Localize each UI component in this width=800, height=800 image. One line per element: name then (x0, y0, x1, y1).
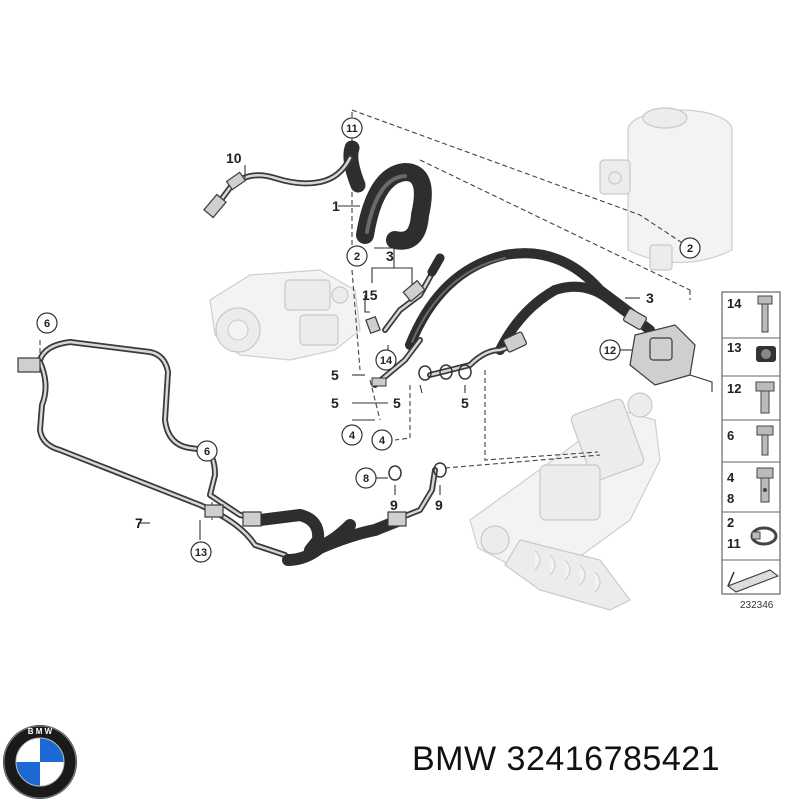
svg-text:12: 12 (604, 345, 616, 357)
part-number: 32416785421 (506, 740, 721, 778)
pipe-15 (365, 253, 445, 335)
svg-text:8: 8 (363, 473, 369, 485)
brand-name: BMW (412, 740, 497, 778)
callout-6-left: 6 (36, 312, 58, 334)
svg-text:14: 14 (727, 296, 742, 311)
arrow-icon (726, 569, 780, 593)
valve-block-12 (629, 324, 713, 392)
steering-rack-illustration (469, 392, 661, 611)
part-caption: BMW 32416785421 (412, 740, 720, 779)
cooler-line-7 (17, 339, 288, 558)
svg-text:11: 11 (727, 536, 741, 551)
callout-leaders (138, 165, 640, 540)
label-5-d: 5 (461, 395, 469, 411)
svg-text:4: 4 (727, 470, 735, 485)
callout-14: 14 (375, 349, 397, 371)
reservoir-illustration (599, 107, 733, 271)
flange-bolt-icon (755, 381, 775, 392)
hose-1 (343, 140, 432, 250)
legend-row-12: 12 (727, 381, 775, 414)
banjo-bolt-icon (756, 467, 774, 479)
pump-illustration (209, 269, 361, 361)
svg-text:2: 2 (354, 251, 360, 263)
svg-text:4: 4 (379, 435, 386, 447)
callout-11: 11 (341, 117, 363, 139)
callout-4-left: 4 (341, 424, 363, 446)
lower-hoses (242, 467, 438, 566)
label-15: 15 (362, 287, 378, 303)
callout-2-left: 2 (346, 245, 368, 267)
legend-row-6: 6 (727, 425, 774, 456)
label-5-b: 5 (331, 395, 339, 411)
svg-text:8: 8 (727, 491, 734, 506)
label-3-upper: 3 (386, 248, 394, 264)
screw-icon (756, 425, 774, 436)
part-labels: 10 1 3 15 3 5 5 5 5 9 9 7 (135, 150, 654, 531)
legend-row-13: 13 (727, 340, 776, 362)
bolt-icon (757, 295, 773, 305)
label-9-b: 9 (435, 497, 443, 513)
svg-text:12: 12 (727, 381, 741, 396)
sealing-rings (371, 364, 472, 481)
svg-text:4: 4 (349, 430, 356, 442)
bmw-logo: B M W (3, 725, 77, 799)
svg-text:6: 6 (727, 428, 734, 443)
svg-text:B M W: B M W (28, 727, 53, 736)
svg-text:13: 13 (727, 340, 741, 355)
svg-text:2: 2 (687, 243, 693, 255)
legend-row-4-8: 4 8 (727, 467, 774, 506)
label-9-a: 9 (390, 497, 398, 513)
svg-text:11: 11 (346, 123, 358, 135)
svg-text:2: 2 (727, 515, 734, 530)
svg-text:6: 6 (204, 446, 210, 458)
svg-text:14: 14 (380, 355, 393, 367)
legend-row-14: 14 (727, 295, 773, 333)
pipe-10 (203, 155, 353, 219)
label-3-right: 3 (646, 290, 654, 306)
circled-labels: 11 2 2 14 12 6 6 4 (36, 117, 701, 563)
svg-text:13: 13 (195, 547, 207, 559)
label-5-a: 5 (331, 367, 339, 383)
hose-3 (372, 248, 655, 388)
label-10: 10 (226, 150, 242, 166)
fastener-legend: 14 13 12 6 4 8 2 11 (721, 291, 781, 595)
legend-arrow (726, 569, 780, 593)
legend-row-2-11: 2 11 (727, 515, 778, 551)
callout-12: 12 (599, 339, 621, 361)
callout-6-center: 6 (196, 440, 218, 462)
label-5-c: 5 (393, 395, 401, 411)
label-1: 1 (332, 198, 340, 214)
callout-13: 13 (190, 541, 212, 563)
svg-text:6: 6 (44, 318, 50, 330)
callout-4-center: 4 (371, 429, 393, 451)
callout-8: 8 (355, 467, 377, 489)
label-7: 7 (135, 515, 143, 531)
diagram-number: 232346 (740, 600, 774, 611)
callout-2-right: 2 (679, 237, 701, 259)
